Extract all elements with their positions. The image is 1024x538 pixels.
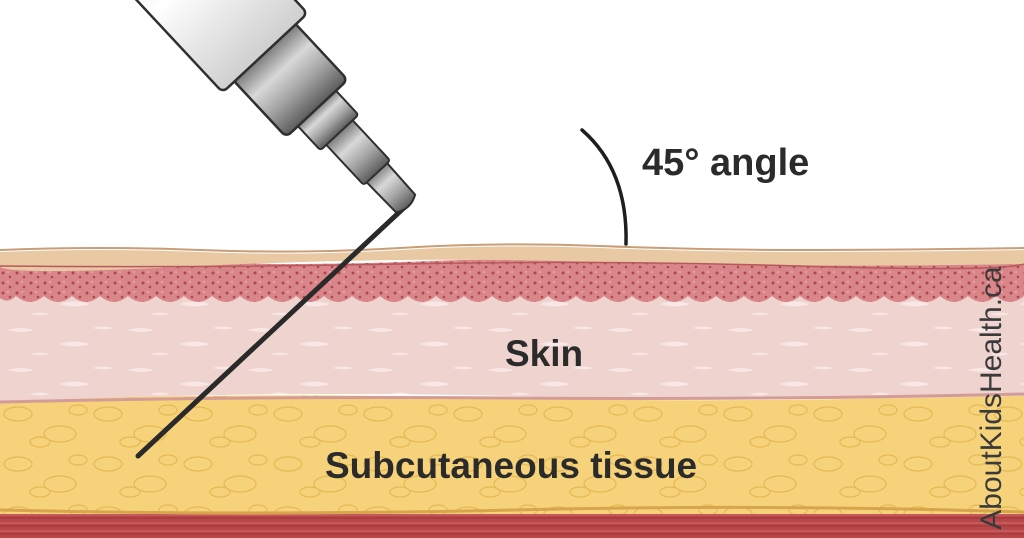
epidermis-layer: [0, 243, 1024, 302]
syringe-icon: [79, 0, 417, 459]
subcutaneous-layer: [0, 394, 1024, 515]
angle-label: 45° angle: [642, 142, 810, 184]
watermark: AboutKidsHealth.ca: [975, 266, 1008, 530]
subcutaneous-tissue-label: Subcutaneous tissue: [325, 445, 698, 486]
angle-arc: [580, 128, 628, 246]
needle-icon: [135, 202, 410, 459]
muscle-layer: [0, 512, 1024, 538]
dermis-layer: [0, 290, 1024, 404]
skin-label: Skin: [505, 333, 584, 374]
